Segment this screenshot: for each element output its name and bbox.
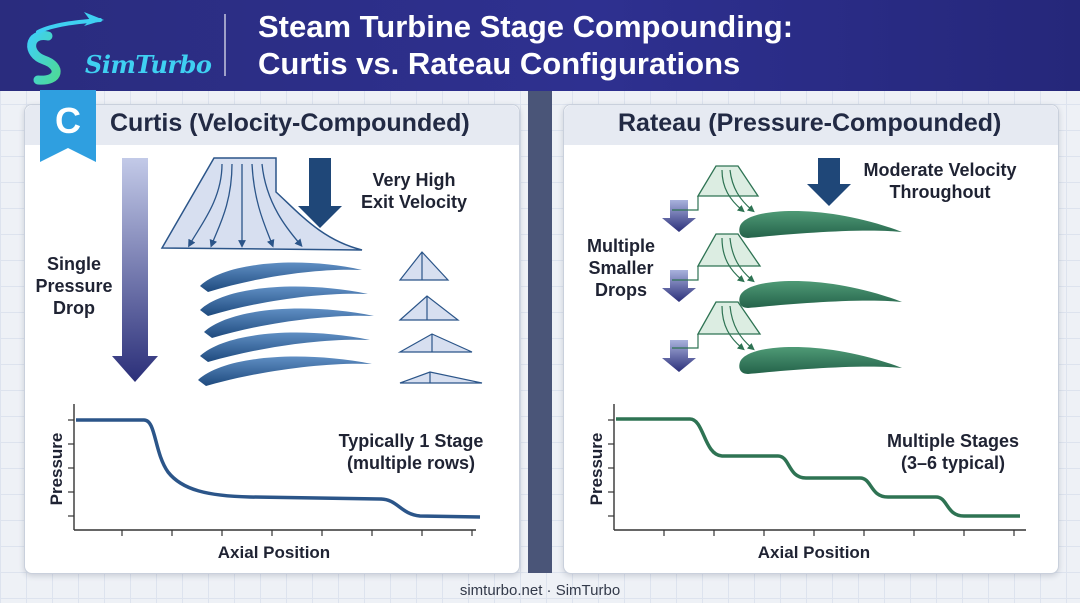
curtis-badge-letter: C — [55, 100, 81, 141]
curtis-blade-rows — [198, 262, 374, 386]
curtis-badge-ribbon-icon — [40, 90, 96, 162]
rateau-flow-lines — [672, 169, 755, 351]
header-divider — [224, 14, 226, 76]
rateau-graph-y-label: Pressure — [587, 432, 606, 506]
curtis-graph-x-label: Axial Position — [217, 543, 331, 562]
panel-separator — [528, 91, 552, 573]
single-pressure-drop-label: Single Pressure Drop — [35, 254, 113, 318]
curtis-graph-note: Typically 1 Stage (multiple rows) — [338, 431, 484, 473]
curtis-pressure-curve — [76, 418, 481, 519]
rateau-graph-x-label: Axial Position — [757, 543, 871, 562]
title-line-1: Steam Turbine Stage Compounding: — [258, 9, 794, 44]
simturbo-logo-icon — [27, 12, 104, 85]
rateau-nozzles — [696, 165, 762, 335]
rateau-pressure-curve — [616, 417, 1020, 518]
multiple-drops-label: Multiple Smaller Drops — [587, 236, 655, 300]
curtis-nozzle — [160, 157, 363, 251]
velocity-triangles — [397, 251, 483, 384]
rateau-blades — [739, 210, 902, 374]
curtis-panel-title: Curtis (Velocity-Compounded) — [110, 109, 470, 137]
curtis-panel-header — [25, 105, 519, 145]
multiple-pressure-drop-arrows — [662, 200, 696, 372]
rateau-panel: Rateau (Pressure-Compounded) — [563, 104, 1059, 574]
single-pressure-drop-arrow — [112, 158, 158, 382]
moderate-velocity-arrow — [807, 158, 851, 206]
curtis-graph-y-label: Pressure — [47, 432, 66, 506]
logo-wordmark: SimTurbo — [85, 50, 212, 79]
curtis-pressure-graph — [68, 404, 481, 536]
exit-velocity-arrow — [298, 158, 342, 228]
title-line-2: Curtis vs. Rateau Configurations — [258, 46, 741, 81]
rateau-pressure-graph — [608, 404, 1026, 536]
rateau-panel-header — [564, 105, 1058, 145]
page-title: Steam Turbine Stage Compounding: Curtis … — [258, 8, 793, 82]
rateau-graph-note: Multiple Stages (3–6 typical) — [886, 431, 1020, 473]
footer-credit: simturbo.net · SimTurbo — [459, 582, 621, 599]
exit-velocity-label: Very High Exit Velocity — [360, 170, 468, 212]
moderate-velocity-label: Moderate Velocity Throughout — [863, 160, 1017, 202]
header-bar: SimTurbo Steam Turbine Stage Compounding… — [0, 0, 1080, 91]
rateau-panel-title: Rateau (Pressure-Compounded) — [618, 109, 1002, 137]
